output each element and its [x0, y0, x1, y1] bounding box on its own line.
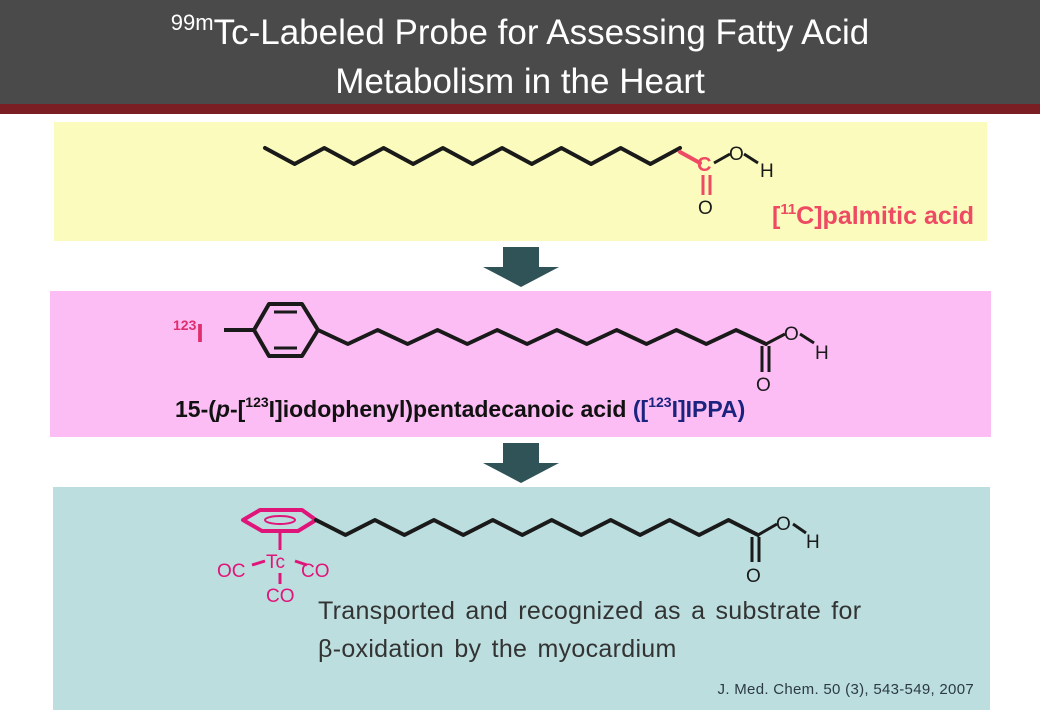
- palmitic-carboxyl-group: [678, 150, 759, 195]
- description-line-2: β-oxidation by the myocardium: [318, 635, 677, 663]
- title-bar: [0, 0, 1040, 110]
- title-line-1: 99mTc-Labeled Probe for Assessing Fatty …: [170, 10, 870, 53]
- iodine-123-label: 123I: [173, 317, 204, 348]
- palmitic-carbon-atom: C: [697, 154, 711, 176]
- carbonyl-ligand-bottom: CO: [266, 586, 295, 607]
- ippa-hydrogen: H: [815, 343, 829, 364]
- ippa-chain-structure: [316, 328, 768, 346]
- reference-citation: J. Med. Chem. 50 (3), 543-549, 2007: [717, 681, 974, 698]
- carbonyl-ligand-left: OC: [217, 561, 246, 582]
- tc-probe-chain-structure: [314, 518, 760, 537]
- palmitic-acid-label: [11C]palmitic acid: [771, 201, 974, 230]
- palmitic-oxygen-top: O: [729, 144, 744, 165]
- tc-probe-carboxyl-group: [750, 522, 807, 562]
- tc-probe-oxygen-bottom: O: [746, 566, 761, 587]
- tc-probe-oxygen-top: O: [776, 514, 791, 535]
- phenyl-ring-icon: [252, 302, 320, 358]
- title-accent-stripe: [0, 104, 1040, 114]
- ippa-carboxyl-group: [760, 332, 815, 372]
- ippa-name-label: 15-(p-[123I]iodophenyl)pentadecanoic aci…: [175, 394, 746, 422]
- tc-probe-panel: [53, 487, 990, 710]
- description-line-1: Transported and recognized as a substrat…: [318, 597, 862, 625]
- slide-title: 99mTc-Labeled Probe for Assessing Fatty …: [0, 8, 1040, 106]
- ippa-abbreviation: ([123I]IPPA): [632, 394, 746, 422]
- ippa-oxygen-top: O: [784, 324, 799, 345]
- beta-symbol: β: [318, 635, 333, 663]
- tc-metal-atom: Tc: [266, 552, 285, 573]
- tc-probe-hydrogen: H: [806, 532, 820, 553]
- palmitic-hydrogen: H: [760, 161, 774, 182]
- down-arrow-icon: [483, 247, 559, 287]
- down-arrow-icon: [483, 443, 559, 483]
- palmitic-acid-structure: [263, 146, 682, 166]
- palmitic-oxygen-bottom: O: [698, 198, 713, 219]
- ippa-panel: [50, 291, 991, 437]
- carbonyl-ligand-right: CO: [301, 561, 330, 582]
- probe-description: Transported and recognized as a substrat…: [318, 592, 978, 668]
- tc-coordination-bonds: [251, 531, 308, 584]
- ippa-oxygen-bottom: O: [756, 375, 771, 396]
- cyclopentadienyl-ring-icon: [241, 508, 318, 533]
- palmitic-acid-panel: [54, 122, 987, 241]
- title-line-2: Metabolism in the Heart: [335, 62, 705, 101]
